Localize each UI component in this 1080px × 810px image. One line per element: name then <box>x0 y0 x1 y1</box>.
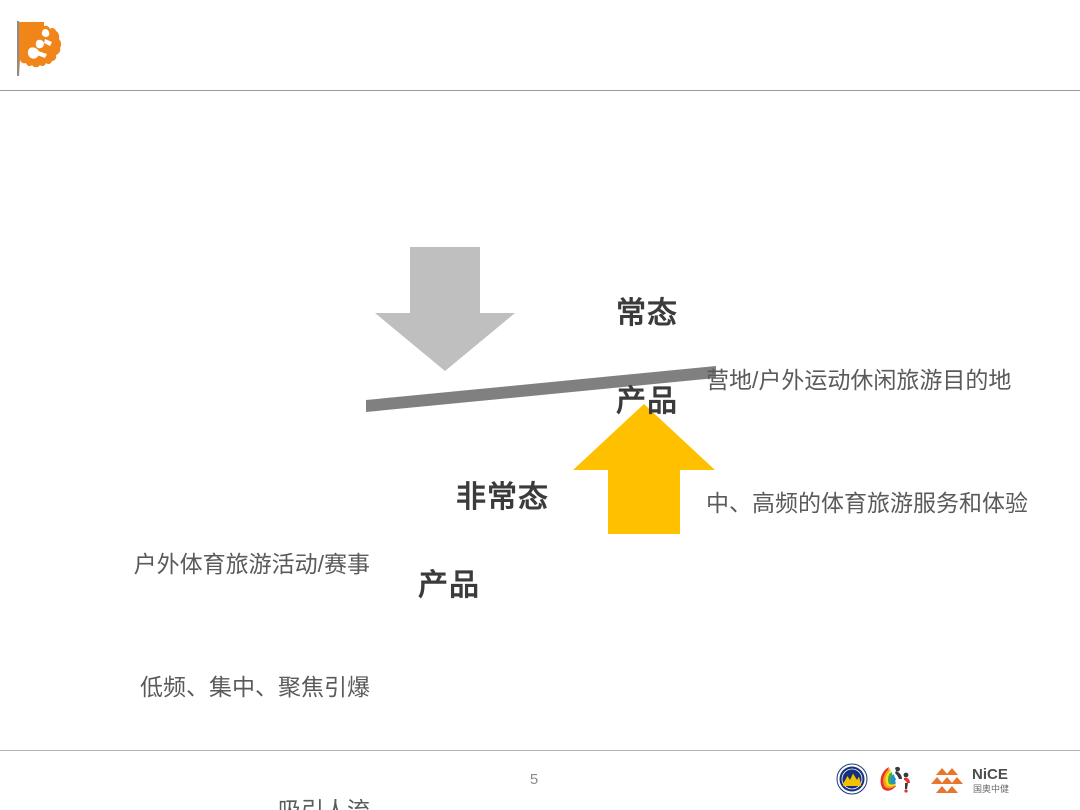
text-left-line2: 低频、集中、聚焦引爆 <box>140 674 370 700</box>
label-normal-product-line1: 常态 <box>616 297 679 330</box>
climbing-wall-logo-icon <box>16 20 66 80</box>
up-arrow-icon <box>570 402 718 536</box>
text-right-line1: 营地/户外运动休闲旅游目的地 <box>706 367 1012 393</box>
label-abnormal-product-line1: 非常态 <box>456 481 550 514</box>
label-normal-product-line2: 产品 <box>616 385 679 418</box>
footer-divider <box>0 750 1080 751</box>
text-block-abnormal-product: 户外体育旅游活动/赛事 低频、集中、聚焦引爆 吸引人流 <box>98 462 370 810</box>
svg-text:国奥中健: 国奥中健 <box>973 783 1009 794</box>
text-block-normal-product: 营地/户外运动休闲旅游目的地 中、高频的体育旅游服务和体验 <box>706 278 1052 606</box>
page-number: 5 <box>529 771 539 788</box>
blue-circle-mountain-logo-icon <box>836 763 868 800</box>
label-abnormal-product-line2: 产品 <box>418 569 480 602</box>
label-abnormal-product: 非常态 产品 <box>400 432 548 696</box>
tilted-balance-bar-icon <box>360 360 724 418</box>
text-left-line3: 吸引人流 <box>278 797 370 810</box>
rainbow-flame-logo-icon <box>877 763 919 800</box>
label-normal-product: 常态 产品 <box>560 248 677 468</box>
svg-text:NiCE: NiCE <box>972 766 1008 783</box>
down-arrow-icon <box>372 247 518 373</box>
nice-guoao-zhongjian-logo-icon: NiCE 国奥中健 <box>928 762 1024 801</box>
footer-logo-group: NiCE 国奥中健 <box>836 758 1026 804</box>
text-right-line2: 中、高频的体育旅游服务和体验 <box>706 490 1028 516</box>
text-left-line1: 户外体育旅游活动/赛事 <box>133 551 370 577</box>
header-divider <box>0 90 1080 91</box>
